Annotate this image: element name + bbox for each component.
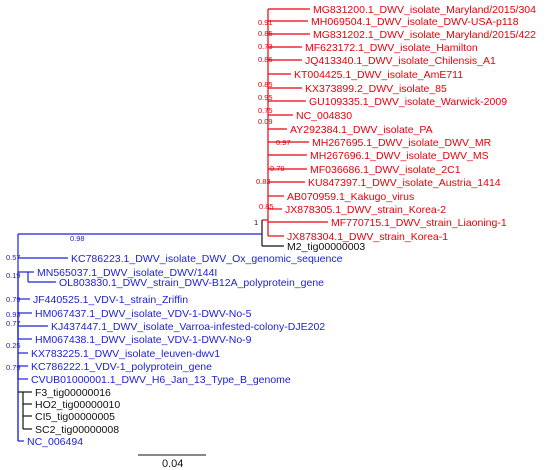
scale-bar-label: 0.04 — [162, 458, 183, 470]
support-label: 0.25 — [6, 341, 21, 350]
tip-label: KJ437447.1_DWV_isolate_Varroa-infested-c… — [51, 321, 325, 333]
tip-label: KC786222.1_VDV-1_polyprotein_gene — [31, 361, 212, 373]
tip-label: MG831202.1_DWV_isolate_Maryland/2015/422 — [313, 29, 536, 41]
tip-label: SC2_tig00000008 — [35, 424, 119, 436]
tip-label: MF770715.1_DWV_strain_Liaoning-1 — [331, 217, 507, 229]
tip-label: NC_004830 — [296, 110, 352, 122]
tip-label: JX878305.1_DWV_strain_Korea-2 — [285, 204, 446, 216]
tip-label: MN565037.1_DWV_isolate_DWV/144I — [37, 267, 217, 279]
support-label: 0.86 — [258, 55, 273, 64]
support-label: 0.85 — [259, 202, 274, 211]
tip-label: KU847397.1_DWV_isolate_Austria_1414 — [308, 177, 501, 189]
tip-label: GU109335.1_DWV_isolate_Warwick-2009 — [309, 96, 507, 108]
tree-branches — [17, 8, 328, 442]
tip-label: OL803830.1_DWV_strain_DWV-B12A_polyprote… — [59, 277, 324, 289]
tip-label: KT004425.1_DWV_isolate_AmE711 — [294, 69, 463, 81]
support-label: 1 — [254, 218, 258, 227]
support-label: 0.93 — [6, 310, 21, 319]
support-label: 0.77 — [6, 319, 21, 328]
tip-label: KC786223.1_DWV_isolate_DWV_Ox_genomic_se… — [71, 253, 343, 265]
tip-label: JF440525.1_VDV-1_strain_Zriffin — [33, 294, 188, 306]
tip-label: KX373899.2_DWV_isolate_85 — [305, 83, 447, 95]
support-label: 0.79 — [6, 295, 21, 304]
tip-label: MG831200.1_DWV_isolate_Maryland/2015/304 — [313, 4, 536, 16]
scale-bar: 0.04 — [138, 454, 206, 470]
support-label: 0.98 — [70, 234, 85, 243]
tip-label: AB070959.1_Kakugo_virus — [287, 191, 414, 203]
support-label: 0.57 — [6, 253, 21, 262]
tip-label: MH069504.1_DWV_isolate_DWV-USA-p118 — [311, 16, 519, 28]
support-values: 0.91 0.85 0.73 0.86 0.85 0.95 0.75 0.09 0.97 0.79… — [6, 18, 291, 372]
support-label: 0.73 — [258, 42, 273, 51]
tip-label: MH267695.1_DWV_isolate_DWV_MR — [312, 137, 492, 149]
support-label: 0.97 — [276, 138, 291, 147]
tip-label: MF623172.1_DWV_isolate_Hamilton — [305, 42, 478, 54]
tip-label: HM067438.1_DWV_isolate_VDV-1-DWV-No-9 — [35, 334, 252, 346]
tip-label: HO2_tig00000010 — [35, 399, 120, 411]
tip-labels: MG831200.1_DWV_isolate_Maryland/2015/304… — [27, 4, 536, 448]
tip-label: M2_tig00000003 — [287, 241, 365, 253]
support-label: 0.19 — [6, 271, 21, 280]
support-label: 0.83 — [256, 177, 271, 186]
support-label: 0.95 — [258, 93, 273, 102]
tip-label: CI5_tig00000005 — [35, 411, 115, 423]
tip-label: MF036686.1_DWV_isolate_2C1 — [310, 164, 461, 176]
tip-label: JQ413340.1_DWV_isolate_Chilensis_A1 — [305, 55, 496, 67]
support-label: 0.79 — [270, 164, 285, 173]
support-label: 0.85 — [258, 80, 273, 89]
tip-label: MH267696.1_DWV_isolate_DWV_MS — [310, 150, 489, 162]
tip-label: F3_tig00000016 — [35, 387, 111, 399]
support-label: 0.91 — [258, 18, 273, 27]
tip-label: JX878304.1_DWV_strain_Korea-1 — [287, 231, 448, 243]
support-label: 0.09 — [258, 117, 273, 126]
support-label: 0.75 — [258, 106, 273, 115]
tip-label: NC_006494 — [27, 436, 83, 448]
tip-label: CVUB01000001.1_DWV_H6_Jan_13_Type_B_geno… — [31, 374, 291, 386]
support-label: 0.79 — [6, 363, 21, 372]
tip-label: KX783225.1_DWV_isolate_leuven-dwv1 — [31, 348, 220, 360]
tip-label: HM067437.1_DWV_isolate_VDV-1-DWV-No-5 — [35, 308, 252, 320]
tip-label: AY292384.1_DWV_isolate_PA — [290, 124, 433, 136]
support-label: 0.85 — [258, 29, 273, 38]
